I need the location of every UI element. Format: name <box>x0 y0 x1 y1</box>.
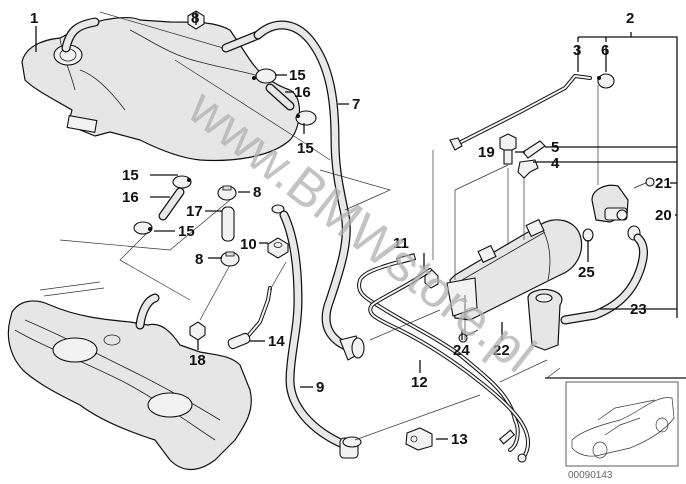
hose-clamp-8-upper[interactable] <box>217 185 237 201</box>
hose-clamp-15-upper-left[interactable] <box>172 175 192 189</box>
label-25[interactable]: 25 <box>578 264 595 281</box>
hose-clamp-15-lower-left[interactable] <box>133 221 153 235</box>
group-bracket-2 <box>533 32 686 379</box>
label-15-left-lower[interactable]: 15 <box>178 223 195 240</box>
screw-21[interactable] <box>633 177 655 189</box>
hose-clamp-15-top[interactable] <box>252 68 277 84</box>
label-3[interactable]: 3 <box>573 42 581 59</box>
hose-16-top[interactable] <box>265 83 295 111</box>
label-5[interactable]: 5 <box>551 139 559 156</box>
label-7[interactable]: 7 <box>352 96 360 113</box>
pipe-holder-13[interactable] <box>405 427 433 451</box>
label-18[interactable]: 18 <box>189 352 206 369</box>
hose-piece-top[interactable] <box>221 30 263 53</box>
label-15-mid[interactable]: 15 <box>297 140 314 157</box>
label-14[interactable]: 14 <box>268 333 285 350</box>
hose-clamp-8-lower[interactable] <box>220 251 240 267</box>
fuel-lines-12[interactable] <box>357 258 531 463</box>
label-17[interactable]: 17 <box>186 203 203 220</box>
fuel-connector-11[interactable] <box>395 253 439 289</box>
label-10[interactable]: 10 <box>240 236 257 253</box>
hose-clamp-18[interactable] <box>189 321 206 341</box>
label-15-left-upper[interactable]: 15 <box>122 167 139 184</box>
label-23[interactable]: 23 <box>630 301 647 318</box>
hex-bolt-19[interactable] <box>499 133 517 165</box>
part-labels: 1 2 3 4 5 6 7 8 8 8 9 10 11 12 13 14 15 … <box>30 10 672 448</box>
nut-10[interactable] <box>267 237 289 259</box>
charcoal-canister-22[interactable] <box>446 218 583 321</box>
label-leaders <box>35 12 607 440</box>
rubber-pad-5[interactable] <box>522 140 546 159</box>
vehicle-inset[interactable]: 00090143 <box>565 381 679 481</box>
hose-17[interactable] <box>221 206 235 242</box>
reference-code: 00090143 <box>568 470 613 481</box>
connector-25[interactable] <box>582 228 594 242</box>
vent-hose-9[interactable] <box>271 204 362 459</box>
label-19[interactable]: 19 <box>478 144 495 161</box>
label-12[interactable]: 12 <box>411 374 428 391</box>
label-21[interactable]: 21 <box>655 175 672 192</box>
label-8-low[interactable]: 8 <box>195 251 203 268</box>
label-20[interactable]: 20 <box>655 207 672 224</box>
hose-clamp-15-mid[interactable] <box>295 110 317 126</box>
label-9[interactable]: 9 <box>316 379 324 396</box>
label-15-top[interactable]: 15 <box>289 67 306 84</box>
vent-line-3[interactable] <box>449 74 592 151</box>
label-16-top[interactable]: 16 <box>294 84 311 101</box>
label-11[interactable]: 11 <box>393 235 409 252</box>
purge-valve-20[interactable] <box>591 184 629 223</box>
label-16-left[interactable]: 16 <box>122 189 139 206</box>
holder-clip-4[interactable] <box>517 159 539 179</box>
label-13[interactable]: 13 <box>451 431 468 448</box>
reference-lines <box>59 85 599 441</box>
label-6[interactable]: 6 <box>601 42 609 59</box>
vent-hose-7[interactable] <box>253 20 365 361</box>
hose-clamp-6[interactable] <box>597 73 615 89</box>
label-1[interactable]: 1 <box>30 10 38 27</box>
vent-pipe-14[interactable] <box>227 286 272 350</box>
label-8-mid[interactable]: 8 <box>253 184 261 201</box>
hose-16-left[interactable] <box>158 187 185 221</box>
label-2[interactable]: 2 <box>626 10 634 27</box>
label-24[interactable]: 24 <box>453 342 470 359</box>
label-4[interactable]: 4 <box>551 155 560 172</box>
label-22[interactable]: 22 <box>493 342 510 359</box>
fuel-tank-upper[interactable] <box>21 11 331 162</box>
fuel-tank-lower[interactable] <box>7 281 252 470</box>
label-8-top[interactable]: 8 <box>191 10 199 27</box>
